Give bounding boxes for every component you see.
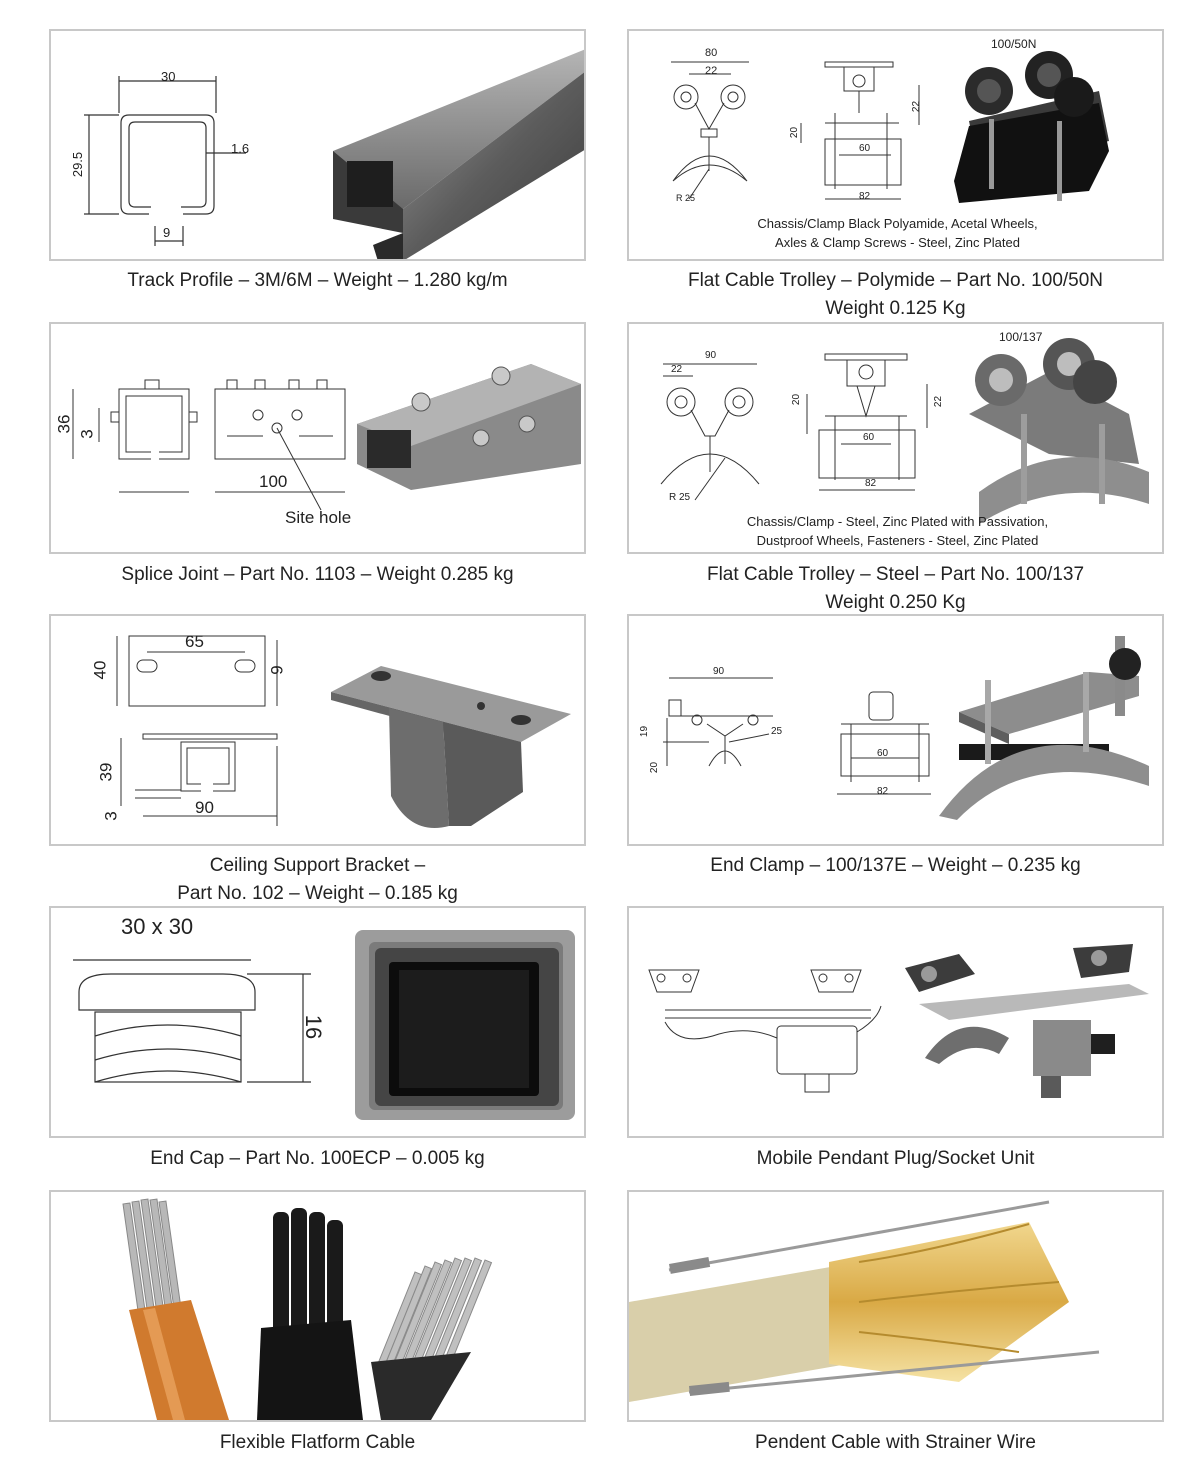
dim-20c: 20 <box>649 761 661 774</box>
mobile-pendant-panel <box>627 906 1164 1138</box>
mobile-pendant-drawing <box>648 944 1149 1098</box>
dim-82b: 82 <box>865 478 877 489</box>
flat-cable-caption: Flexible Flatform Cable <box>219 1432 416 1453</box>
pendent-cable-caption: Pendent Cable with Strainer Wire <box>755 1432 1036 1453</box>
dim-r25b: R 25 <box>669 492 691 503</box>
dim-30: 30 <box>161 69 176 84</box>
trolley-steel-caption: Flat Cable Trolley – Steel – Part No. 10… <box>706 564 1085 613</box>
trolley-polymide-caption: Flat Cable Trolley – Polymide – Part No.… <box>687 270 1104 319</box>
ceiling-bracket-panel: 65 40 9 39 3 90 <box>49 614 586 846</box>
track-profile-panel: 30 29.5 1.6 9 <box>49 29 586 261</box>
dim-82: 82 <box>859 191 871 202</box>
dim-25: 25 <box>771 726 783 737</box>
end-cap-caption: End Cap – Part No. 100ECP – 0.005 kg <box>150 1148 485 1169</box>
dim-20b: 20 <box>791 393 803 406</box>
end-clamp-panel: 90 19 20 25 60 82 <box>627 614 1164 846</box>
dim-80: 80 <box>705 47 718 59</box>
dim-90: 90 <box>705 350 717 361</box>
flat-cable-panel <box>49 1190 586 1422</box>
pendent-cable-photo <box>629 1200 1100 1402</box>
dim-60b: 60 <box>863 432 875 443</box>
end-clamp-drawing <box>663 636 1149 820</box>
dim-3b: 3 <box>101 811 121 821</box>
splice-joint-caption: Splice Joint – Part No. 1103 – Weight 0.… <box>121 564 514 585</box>
trolley-part-label: 100/50N <box>991 37 1037 51</box>
dim-9b: 9 <box>267 665 287 675</box>
dim-40: 40 <box>90 660 110 680</box>
dim-82c: 82 <box>877 786 889 797</box>
dim-r25: R 25 <box>676 193 696 203</box>
mobile-pendant-caption: Mobile Pendant Plug/Socket Unit <box>756 1148 1035 1169</box>
dim-22c: 22 <box>671 364 683 375</box>
dim-39: 39 <box>96 762 116 782</box>
dim-100: 100 <box>259 472 288 491</box>
end-clamp-caption: End Clamp – 100/137E – Weight – 0.235 kg <box>710 855 1081 876</box>
trolley-polymide-panel: 100/50N 80 22 60 82 20 22 R 25 Chassis/C… <box>627 29 1164 261</box>
dim-3: 3 <box>77 429 97 439</box>
track-profile-drawing <box>84 49 584 259</box>
dim-90b: 90 <box>195 798 214 817</box>
dim-60: 60 <box>859 143 871 154</box>
trolley-steel-part-label: 100/137 <box>999 330 1043 344</box>
ceiling-bracket-drawing <box>116 635 571 828</box>
ceiling-bracket-caption: Ceiling Support Bracket – Part No. 102 –… <box>177 855 458 904</box>
trolley-steel-panel: 100/137 90 22 20 22 60 82 R 25 Chassis/C… <box>627 322 1164 554</box>
site-hole-label: Site hole <box>285 508 352 527</box>
trolley-steel-drawing <box>660 338 1149 524</box>
end-cap-drawing <box>73 930 575 1120</box>
dim-22a: 22 <box>705 65 718 77</box>
trolley-steel-note: Chassis/Clamp - Steel, Zinc Plated with … <box>746 514 1049 548</box>
dim-29-5: 29.5 <box>70 151 86 178</box>
flat-cable-photo <box>122 1198 493 1420</box>
dim-22d: 22 <box>933 395 945 408</box>
dim-90c: 90 <box>713 666 725 677</box>
track-profile-caption: Track Profile – 3M/6M – Weight – 1.280 k… <box>127 270 508 291</box>
dim-9: 9 <box>163 225 171 240</box>
end-cap-panel: 30 x 30 16 <box>49 906 586 1138</box>
dim-22b: 22 <box>911 100 923 113</box>
dim-20: 20 <box>789 126 801 139</box>
dim-60c: 60 <box>877 748 889 759</box>
pendent-cable-panel <box>627 1190 1164 1422</box>
trolley-polymide-drawing <box>671 51 1109 203</box>
splice-joint-drawing <box>72 364 581 511</box>
dim-65: 65 <box>185 632 204 651</box>
dim-19: 19 <box>639 725 651 738</box>
splice-joint-panel: 36 3 100 Site hole <box>49 322 586 554</box>
dim-36: 36 <box>54 414 74 434</box>
dim-16: 16 <box>301 1014 327 1040</box>
dim-30x30: 30 x 30 <box>121 914 194 939</box>
dim-1-6: 1.6 <box>231 141 250 156</box>
trolley-polymide-note: Chassis/Clamp Black Polyamide, Acetal Wh… <box>757 216 1038 250</box>
